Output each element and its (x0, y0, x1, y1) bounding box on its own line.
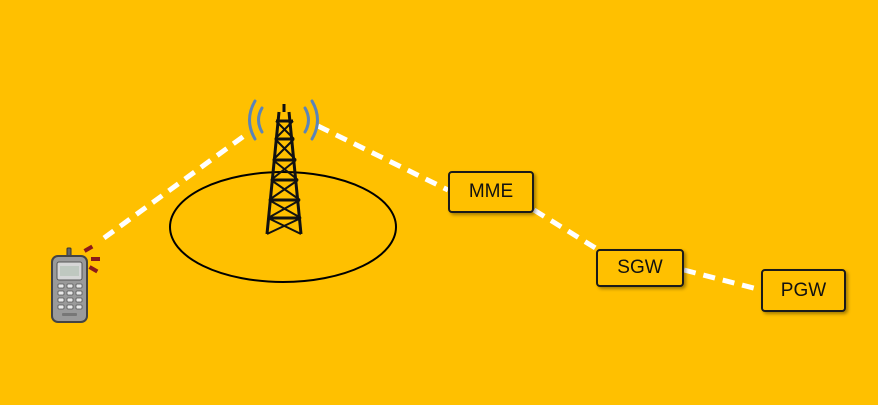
mme-label: MME (468, 181, 514, 202)
link-ue-to-enodeb (102, 133, 246, 241)
pgw-node: PGW (761, 269, 846, 312)
pgw-label: PGW (780, 279, 827, 301)
link-mme-to-sgw (532, 207, 599, 252)
mme-node: MME (448, 171, 534, 213)
cell-tower-icon (248, 99, 319, 235)
mobile-phone-icon (51, 244, 100, 323)
cell-coverage-ellipse (169, 171, 397, 283)
link-sgw-to-pgw (683, 267, 762, 293)
sgw-label: SGW (617, 257, 663, 278)
link-enodeb-to-mme (316, 123, 450, 193)
sgw-node: SGW (596, 249, 684, 287)
